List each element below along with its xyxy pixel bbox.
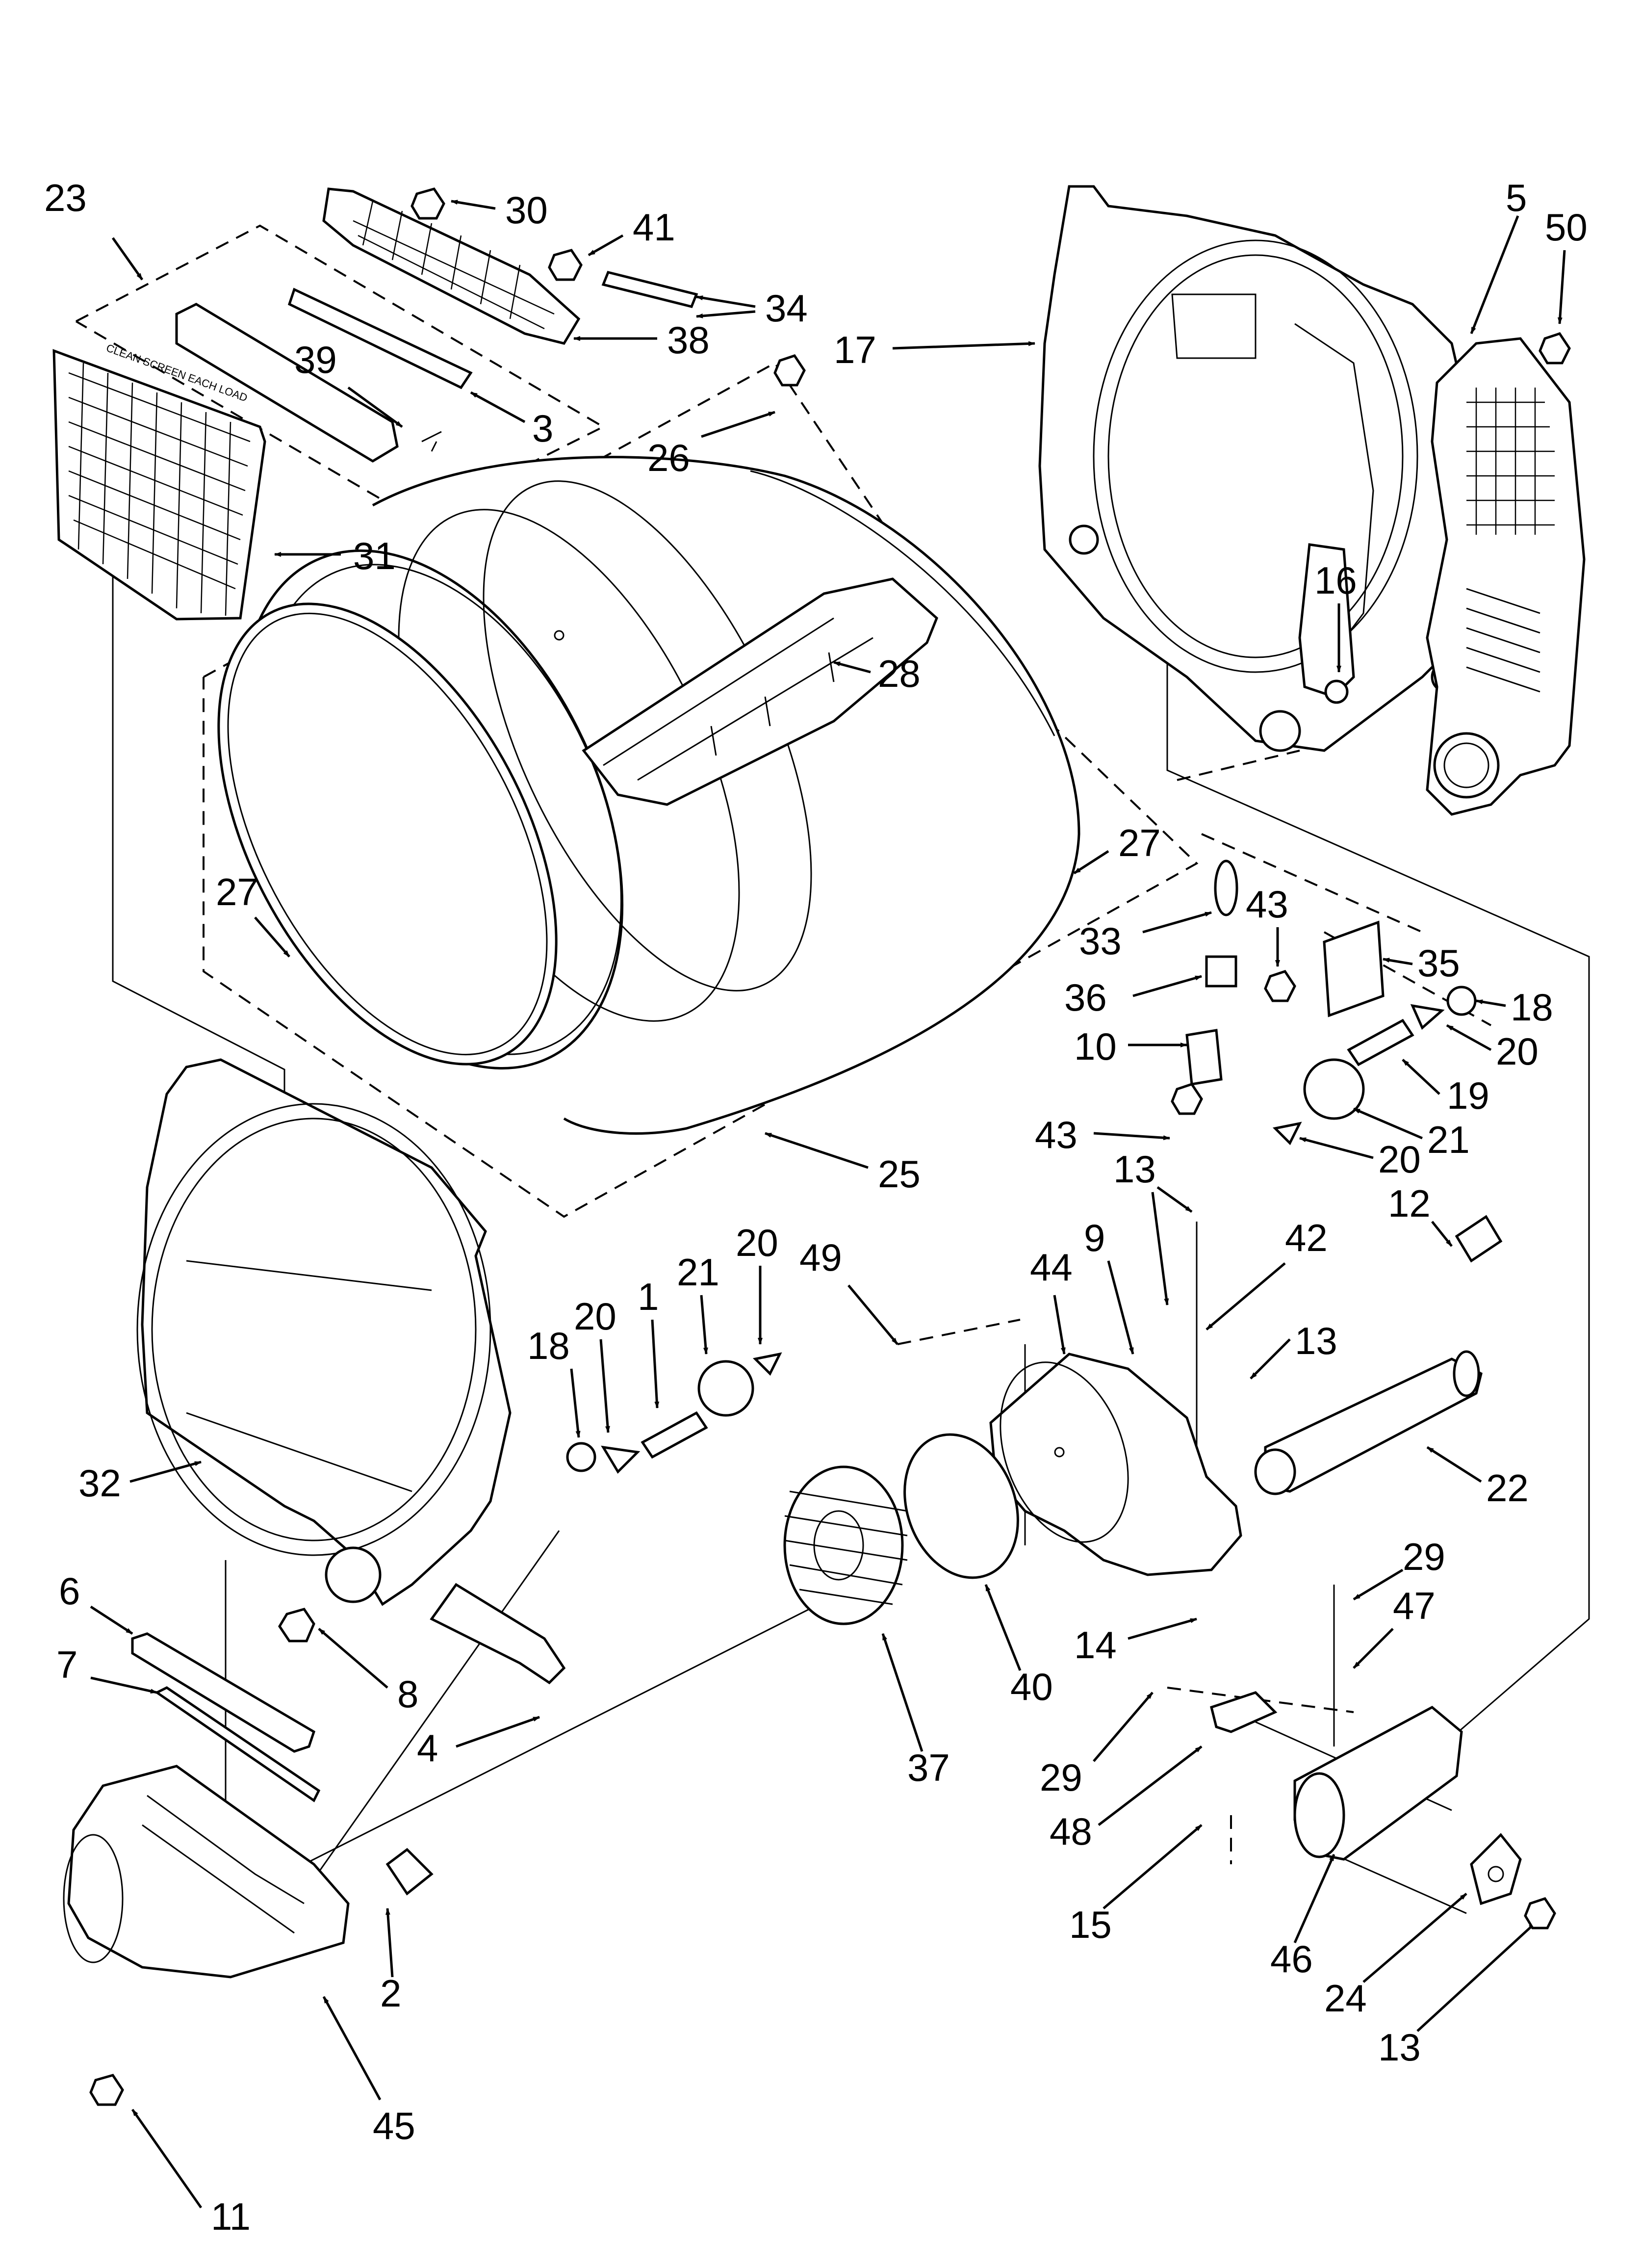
callout-26: 26 [647,436,690,479]
callout-28: 28 [878,652,921,695]
callout-24: 24 [1324,1977,1367,2020]
callout-21b: 21 [677,1251,719,1294]
callout-10: 10 [1074,1025,1117,1068]
blower-housing [989,1353,1242,1576]
callout-21a: 21 [1427,1118,1470,1161]
callout-39: 39 [294,338,337,381]
callout-23: 23 [44,176,87,219]
callouts: 23 30 41 34 38 39 3 31 26 28 27 27 25 17… [44,176,1588,2238]
callout-49: 49 [799,1236,842,1279]
drum-seal-front [217,602,558,1066]
callout-35: 35 [1417,941,1460,985]
callout-3: 3 [532,407,553,450]
blower-seal [903,1433,1019,1579]
callout-32: 32 [78,1461,121,1505]
callout-2: 2 [380,1972,401,2015]
lint-housing-frame [175,287,473,463]
callout-18b: 18 [527,1324,570,1367]
callout-20c: 20 [574,1295,616,1338]
callout-13a: 13 [1113,1147,1156,1191]
thermistor [1470,1833,1522,1905]
callout-14: 14 [1074,1623,1117,1667]
callout-17: 17 [834,328,876,371]
heater-duct [1254,1350,1483,1495]
callout-33: 33 [1079,919,1122,963]
callout-16: 16 [1314,559,1357,602]
callout-38: 38 [667,318,710,362]
callout-37: 37 [907,1746,950,1789]
lint-duct [63,1765,350,1979]
rear-duct-assembly [1426,337,1586,816]
callout-47: 47 [1393,1584,1436,1627]
drum-baffle [582,577,938,806]
callout-50: 50 [1545,206,1588,249]
callout-29b: 29 [1040,1756,1082,1799]
burner-tube [1293,1706,1463,1861]
callout-31: 31 [353,534,396,577]
callout-46: 46 [1270,1937,1313,1981]
callout-20a: 20 [1496,1030,1539,1073]
callout-1: 1 [638,1275,659,1318]
callout-12: 12 [1388,1182,1431,1225]
callout-6: 6 [59,1569,80,1613]
callout-44: 44 [1030,1246,1073,1289]
callout-8: 8 [397,1672,418,1716]
callout-7: 7 [56,1643,77,1686]
callout-9: 9 [1084,1216,1105,1259]
callout-20d: 20 [736,1221,778,1264]
callout-29a: 29 [1403,1535,1445,1578]
callout-27a: 27 [1118,821,1161,864]
callout-4: 4 [417,1726,438,1770]
bracket [1210,1691,1278,1733]
callout-20b: 20 [1378,1138,1421,1181]
callout-41: 41 [633,206,675,249]
callout-34: 34 [765,287,808,330]
blower-wheel [783,1465,908,1625]
callout-42: 42 [1285,1216,1328,1259]
front-bulkhead [136,1058,512,1606]
callout-13c: 13 [1378,2026,1421,2069]
callout-25: 25 [878,1152,921,1196]
callout-18a: 18 [1511,986,1553,1029]
callout-48: 48 [1050,1810,1092,1853]
callout-11: 11 [211,2195,251,2238]
lint-housing-grille [322,187,581,345]
callout-27b: 27 [216,870,258,913]
callout-22: 22 [1486,1466,1529,1510]
callout-30: 30 [505,188,548,232]
callout-5: 5 [1506,176,1527,219]
callout-40: 40 [1010,1665,1053,1708]
callout-19: 19 [1447,1074,1489,1117]
callout-43a: 43 [1246,883,1288,926]
callout-45: 45 [373,2104,415,2147]
lint-screen: CLEAN SCREEN EACH LOAD [52,341,266,621]
callout-13b: 13 [1295,1319,1337,1362]
small-parts [89,187,1571,2106]
callout-43b: 43 [1035,1113,1078,1156]
callout-36: 36 [1064,976,1107,1019]
callout-15: 15 [1069,1903,1112,1946]
rear-bulkhead [1038,185,1483,752]
